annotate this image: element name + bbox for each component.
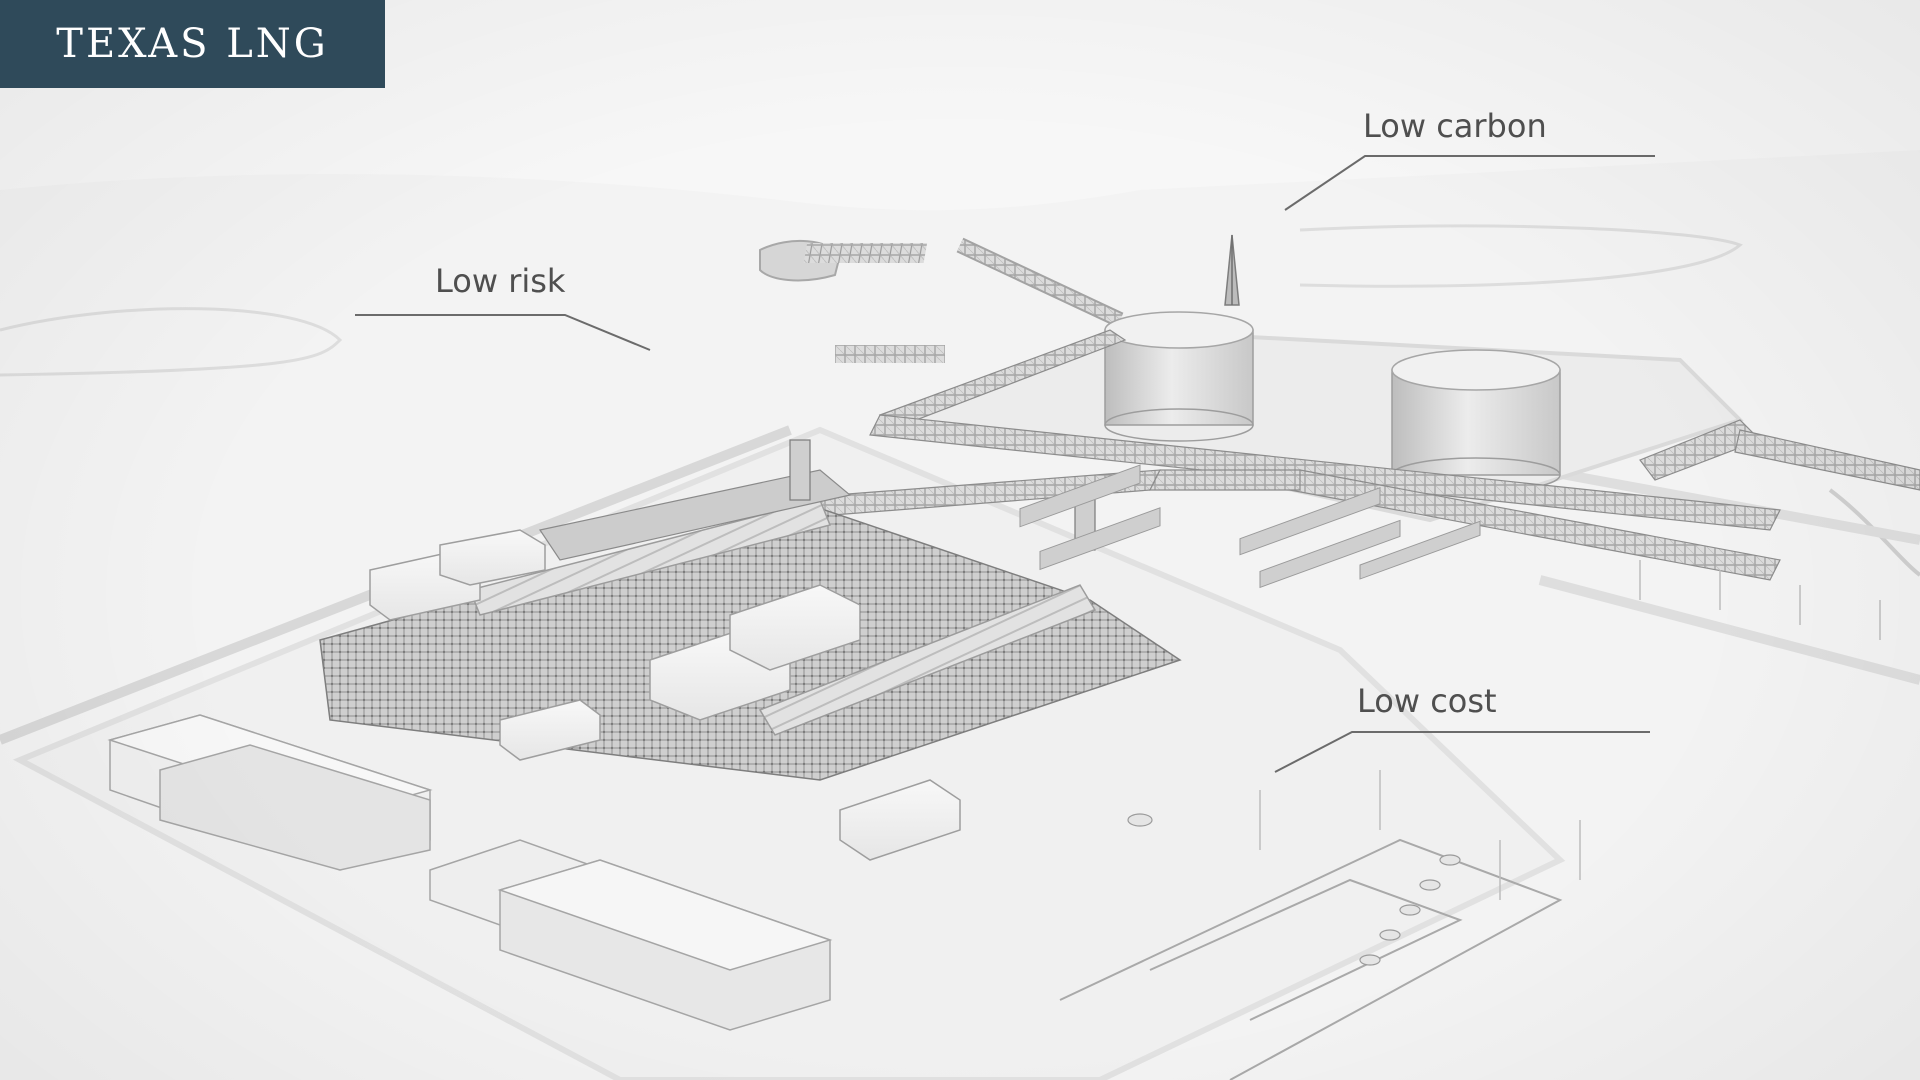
callout-line-low-risk — [355, 314, 651, 351]
callout-low-risk: Low risk — [435, 262, 566, 300]
brand-logo: TEXAS LNG — [0, 0, 385, 88]
callout-line-low-carbon — [1284, 155, 1655, 211]
brand-logo-text: TEXAS LNG — [56, 21, 329, 67]
pipe-rack-network — [769, 329, 1920, 581]
callout-low-cost: Low cost — [1357, 682, 1497, 720]
transformer-rows — [1019, 464, 1481, 589]
light-poles — [1259, 560, 1881, 900]
lng-tank-2 — [1391, 349, 1561, 493]
callout-line-low-cost — [1274, 731, 1650, 773]
small-tanks — [1127, 813, 1461, 966]
callout-lines — [355, 155, 1655, 773]
callout-low-carbon: Low carbon — [1363, 107, 1547, 145]
power-yard — [1059, 838, 1563, 1080]
lng-tank-1 — [1104, 311, 1254, 442]
warehouse-buildings — [107, 714, 833, 1031]
process-trains — [319, 439, 1182, 861]
